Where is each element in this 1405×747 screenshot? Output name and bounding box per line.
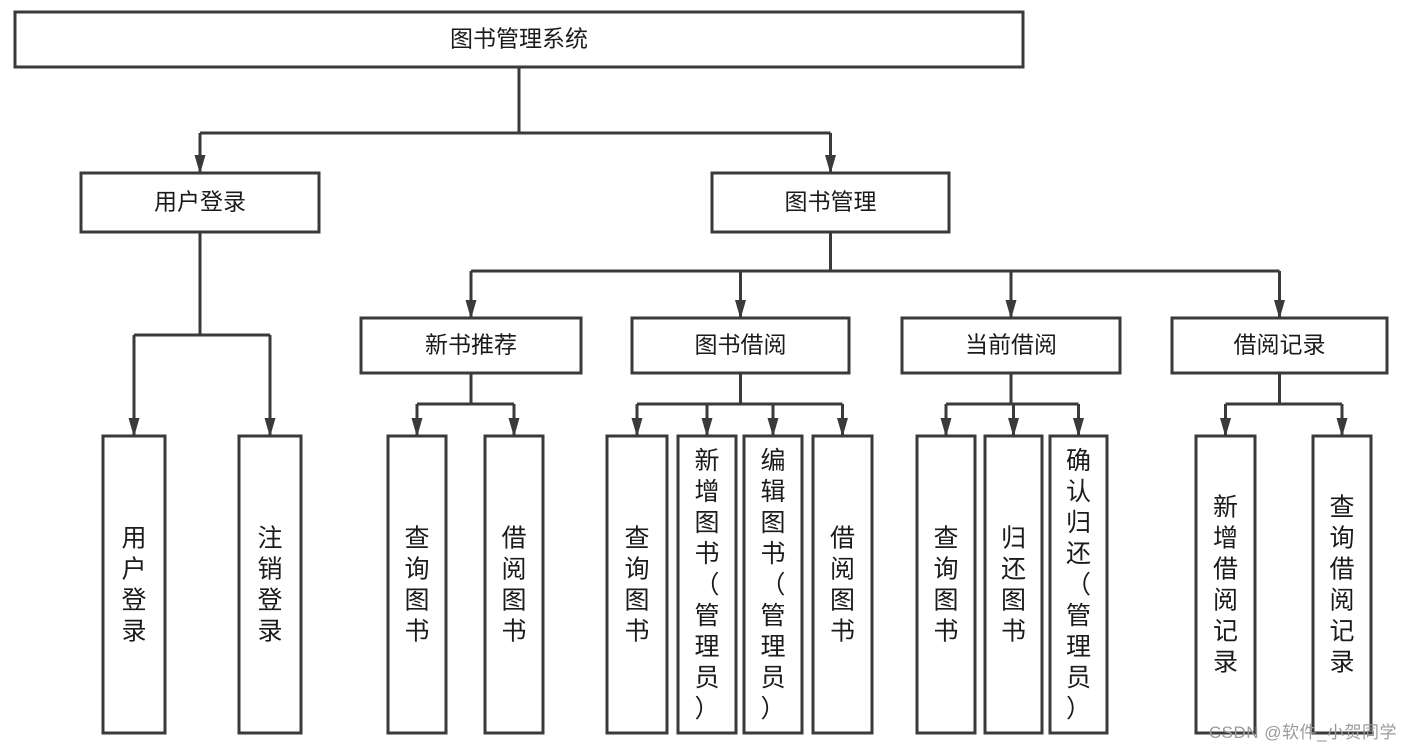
node-leaf-add-record-box[interactable] [1194,434,1257,735]
node-leaf-user-logout[interactable]: 注销登录 [237,434,303,735]
node-leaf-borrow-book-1-label: 借阅图书 [501,525,526,646]
node-leaf-borrow-book-2-label: 借阅图书 [830,525,855,646]
node-user-login-label: 用户登录 [154,189,246,215]
arrow-head-icon [1073,418,1084,437]
node-current-borrow-label: 当前借阅 [965,332,1057,358]
arrow-head-icon [1005,300,1017,319]
node-leaf-add-record-label: 新增借阅记录 [1213,494,1238,677]
arrow-head-icon [701,418,713,437]
node-leaf-return-book-box[interactable] [983,434,1044,735]
node-new-book-rec-label: 新书推荐 [425,332,517,358]
arrow-head-icon [465,300,477,319]
node-leaf-query-book-2[interactable]: 查询图书 [605,434,669,735]
arrow-head-icon [837,418,848,437]
node-leaf-user-logout-box[interactable] [237,434,303,735]
node-leaf-query-book-1-box[interactable] [386,434,448,735]
node-leaf-user-login-label: 用户登录 [121,525,146,646]
node-book-manage[interactable]: 图书管理 [710,171,951,234]
node-leaf-user-logout-label: 注销登录 [257,525,282,646]
node-leaf-query-record[interactable]: 查询借阅记录 [1311,434,1373,735]
node-leaf-add-book-box[interactable] [676,434,738,735]
node-leaf-query-book-2-label: 查询图书 [624,525,649,646]
node-leaf-query-book-3-box[interactable] [915,434,977,735]
arrow-head-icon [1008,418,1019,437]
node-book-borrow[interactable]: 图书借阅 [630,316,851,375]
node-leaf-borrow-book-1-box[interactable] [483,434,545,735]
node-leaf-borrow-book-1[interactable]: 借阅图书 [483,434,545,735]
arrow-head-icon [767,418,779,437]
node-root-system-box[interactable] [13,10,1025,69]
node-root-system[interactable]: 图书管理系统 [13,10,1025,69]
node-borrow-record-label: 借阅记录 [1234,332,1326,358]
node-user-login[interactable]: 用户登录 [79,171,321,234]
node-leaf-add-record[interactable]: 新增借阅记录 [1194,434,1257,735]
arrow-head-icon [508,418,520,437]
node-leaf-query-book-2-box[interactable] [605,434,669,735]
node-leaf-borrow-book-2-box[interactable] [811,434,874,735]
arrow-head-icon [194,155,206,174]
node-current-borrow-box[interactable] [900,316,1122,375]
node-current-borrow[interactable]: 当前借阅 [900,316,1122,375]
node-leaf-query-book-1[interactable]: 查询图书 [386,434,448,735]
node-leaf-confirm-return[interactable]: 确认归还（管理员） [1048,434,1109,735]
node-leaf-borrow-book-2[interactable]: 借阅图书 [811,434,874,735]
node-leaf-edit-book-box[interactable] [742,434,804,735]
node-new-book-rec-box[interactable] [359,316,583,375]
node-root-system-label: 图书管理系统 [450,26,588,52]
node-leaf-user-login[interactable]: 用户登录 [101,434,167,735]
node-leaf-user-login-box[interactable] [101,434,167,735]
node-leaf-query-record-box[interactable] [1311,434,1373,735]
node-leaf-add-book[interactable]: 新增图书（管理员） [676,434,738,735]
arrow-head-icon [1274,300,1285,319]
node-leaf-edit-book[interactable]: 编辑图书（管理员） [742,434,804,735]
arrow-head-icon [1220,418,1231,437]
arrow-head-icon [1336,418,1348,437]
nodes-layer: 图书管理系统用户登录图书管理新书推荐图书借阅当前借阅借阅记录用户登录注销登录查询… [13,10,1389,735]
node-leaf-return-book[interactable]: 归还图书 [983,434,1044,735]
arrow-head-icon [128,418,140,437]
arrow-head-icon [825,155,836,174]
node-book-borrow-box[interactable] [630,316,851,375]
arrow-head-icon [631,418,643,437]
node-book-manage-label: 图书管理 [785,189,877,215]
node-leaf-edit-book-label: 编辑图书（管理员） [760,447,785,723]
node-leaf-query-book-1-label: 查询图书 [404,525,429,646]
node-leaf-confirm-return-label: 确认归还（管理员） [1066,447,1091,723]
arrow-head-icon [735,300,746,319]
arrow-head-icon [940,418,952,437]
node-new-book-rec[interactable]: 新书推荐 [359,316,583,375]
node-leaf-return-book-label: 归还图书 [1001,525,1026,646]
node-borrow-record-box[interactable] [1170,316,1389,375]
node-leaf-query-record-label: 查询借阅记录 [1329,494,1354,677]
node-leaf-query-book-3[interactable]: 查询图书 [915,434,977,735]
node-leaf-query-book-3-label: 查询图书 [933,525,958,646]
arrow-head-icon [411,418,423,437]
node-book-manage-box[interactable] [710,171,951,234]
node-borrow-record[interactable]: 借阅记录 [1170,316,1389,375]
node-leaf-confirm-return-box[interactable] [1048,434,1109,735]
connectors-layer [128,67,1348,437]
arrow-head-icon [264,418,276,437]
node-user-login-box[interactable] [79,171,321,234]
node-book-borrow-label: 图书借阅 [695,332,787,358]
node-leaf-add-book-label: 新增图书（管理员） [694,447,719,723]
